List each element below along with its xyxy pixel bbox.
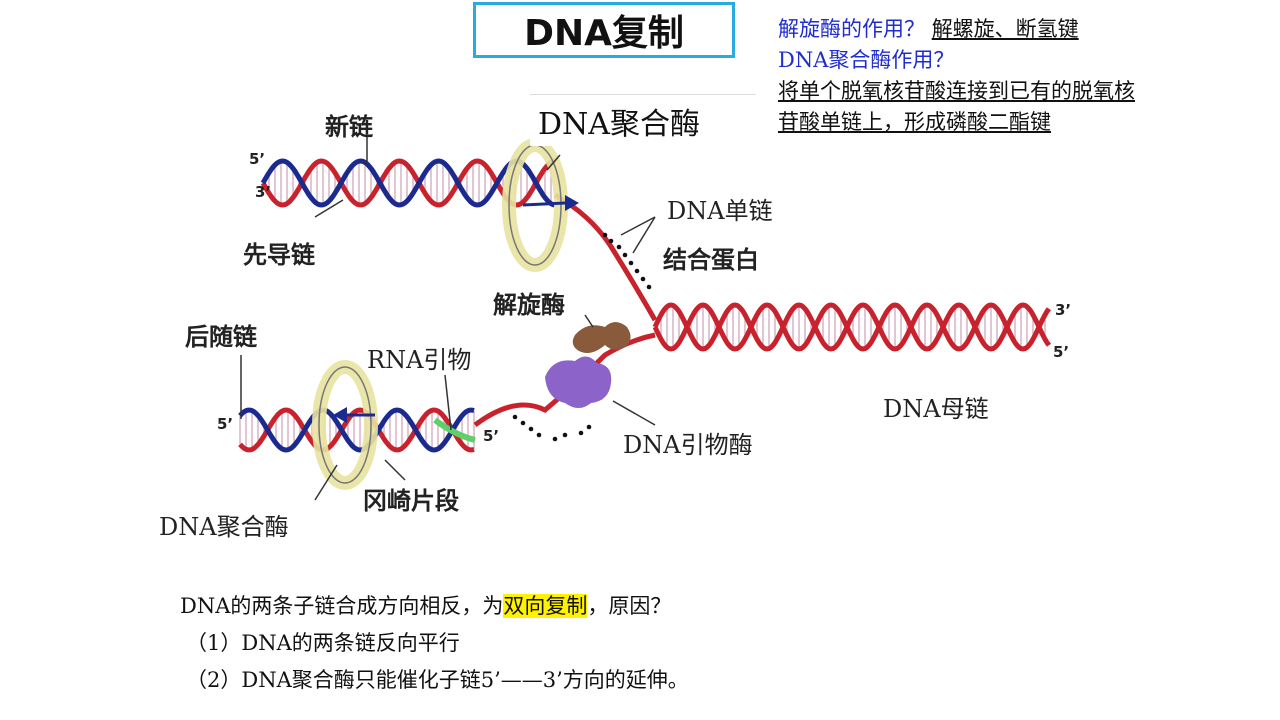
label-okazaki: 冈崎片段: [363, 487, 459, 515]
explanation-line-1: DNA的两条子链合成方向相反，为双向复制，原因？: [180, 588, 689, 625]
arrow-right-icon: [565, 195, 579, 211]
ssb-dot: [520, 420, 526, 426]
explanation-line-2: （1）DNA的两条链反向平行: [186, 631, 460, 655]
label-top-3prime: 3’: [255, 183, 272, 201]
label-ssb-line1: DNA单链: [667, 197, 773, 225]
label-rna-primer: RNA引物: [367, 346, 472, 374]
helicase-answer: 解螺旋、断氢键: [931, 17, 1079, 41]
ssb-dot: [552, 436, 558, 442]
explanation-line-1-post: ，原因？: [587, 594, 672, 618]
parent-strand-bottom: [238, 407, 475, 453]
ssb-dot: [602, 232, 608, 238]
polymerase-answer-line-2: 苷酸单链上，形成磷酸二酯键: [778, 110, 1051, 134]
lagging-okazaki-strand: [238, 407, 475, 453]
ssb-dot: [634, 268, 640, 274]
ssb-dot: [528, 426, 534, 432]
rna-primer-segment: [433, 417, 476, 443]
leader-lines: [240, 135, 656, 501]
ssb-dot: [646, 284, 652, 290]
ssb-dot: [536, 432, 542, 438]
highlight-bidirectional: 双向复制: [503, 594, 588, 618]
ssb-dot: [562, 432, 568, 438]
explanation-line-3: （2）DNA聚合酶只能催化子链5’——3’方向的延伸。: [186, 668, 689, 692]
label-helicase: 解旋酶: [493, 291, 565, 319]
explanation-line-1-pre: DNA的两条子链合成方向相反，为: [180, 594, 504, 618]
label-right-3prime: 3’: [1055, 301, 1072, 319]
label-ssb-line2: 结合蛋白: [663, 246, 759, 274]
polymerase-answer-line-1: 将单个脱氧核苷酸连接到已有的脱氧核: [778, 79, 1135, 103]
fork-single-strand-top: [553, 192, 658, 322]
ssb-protein-dots: [512, 232, 652, 442]
primase-shape: [545, 356, 612, 408]
polymerase-question: DNA聚合酶作用？: [778, 48, 955, 72]
ssb-dot: [608, 238, 614, 244]
label-polymerase-top: DNA聚合酶: [530, 94, 756, 146]
helicase-question: 解旋酶的作用？: [778, 17, 925, 41]
notes-panel: 解旋酶的作用？ 解螺旋、断氢键 DNA聚合酶作用？ 将单个脱氧核苷酸连接到已有的…: [778, 14, 1135, 138]
ssb-dot: [512, 414, 518, 420]
label-leading-strand: 先导链: [243, 241, 315, 269]
replication-diagram: 新链 先导链 DNA单链 结合蛋白 解旋酶 后随链 RNA引物 DNA引物酶 D…: [135, 95, 1095, 565]
polymerase-ring-bottom: [312, 360, 378, 490]
label-primase: DNA引物酶: [623, 431, 753, 459]
parent-duplex-strand-b: [652, 302, 1052, 352]
label-parent-strand: DNA母链: [883, 395, 989, 423]
ssb-dot: [628, 260, 634, 266]
slide-title: DNA复制: [473, 2, 735, 58]
label-right-5prime: 5’: [1053, 343, 1070, 361]
label-lagging-strand: 后随链: [185, 323, 257, 351]
ssb-dot: [616, 244, 622, 250]
label-polymerase-bottom: DNA聚合酶: [159, 513, 289, 541]
label-bottom-left-5prime: 5’: [217, 415, 234, 433]
explanation-text: DNA的两条子链合成方向相反，为双向复制，原因？ （1）DNA的两条链反向平行 …: [180, 588, 689, 699]
ssb-dot: [586, 424, 592, 430]
helicase-shape: [572, 322, 631, 353]
ssb-dot: [622, 252, 628, 258]
label-new-strand: 新链: [325, 113, 373, 141]
label-top-5prime: 5’: [249, 150, 266, 168]
arrow-left-icon: [333, 407, 347, 423]
note-line-1: 解旋酶的作用？ 解螺旋、断氢键: [778, 14, 1135, 45]
replication-fork-svg: [238, 135, 1052, 501]
parent-duplex-strand-a: [652, 302, 1052, 352]
new-leading-strand: [260, 158, 556, 208]
ssb-dot: [578, 430, 584, 436]
label-bottom-mid-5prime: 5’: [483, 427, 500, 445]
ssb-dot: [640, 276, 646, 282]
